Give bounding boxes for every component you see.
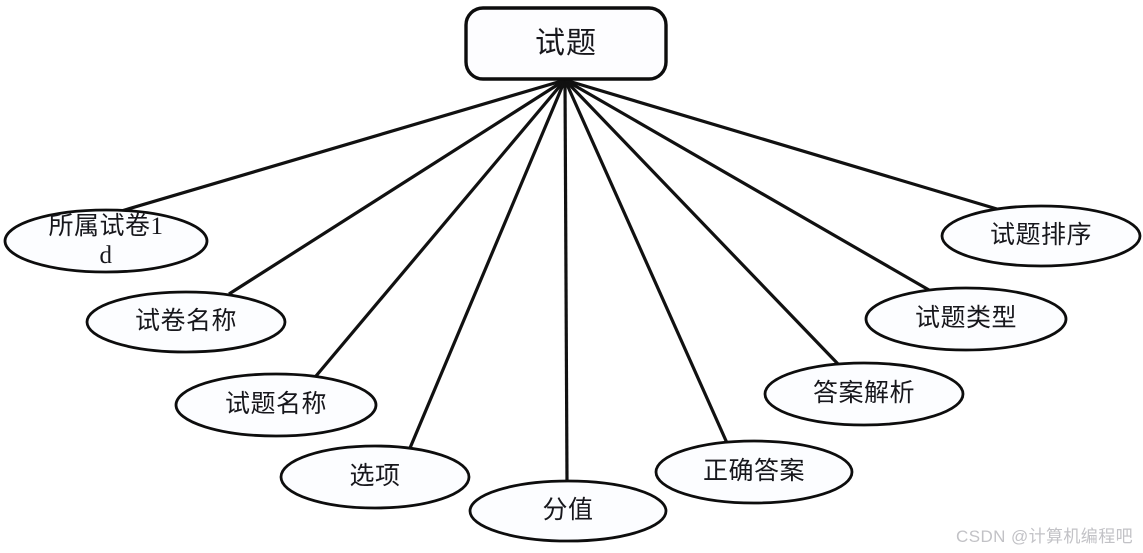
connector-line-question-name <box>314 78 567 378</box>
connector-line-correct-answer <box>563 79 729 444</box>
connector-line-belong-paper-id <box>117 78 566 214</box>
connector-lines-group <box>117 78 998 482</box>
attribute-node-shape-score[interactable] <box>468 479 668 543</box>
connector-line-score <box>563 79 569 482</box>
attribute-node-shape-question-sort[interactable] <box>940 204 1142 268</box>
attribute-node-shape-correct-answer[interactable] <box>654 439 854 505</box>
entity-node-shape[interactable] <box>464 6 668 81</box>
connector-line-paper-name <box>228 78 566 296</box>
attribute-node-shape-question-name[interactable] <box>174 372 378 438</box>
attribute-node-shape-question-type[interactable] <box>864 286 1068 352</box>
attribute-node-shape-options[interactable] <box>279 444 471 510</box>
connector-line-question-sort <box>564 78 998 211</box>
watermark-text: CSDN @计算机编程吧 <box>956 527 1133 546</box>
connector-line-answer-analysis <box>563 78 840 366</box>
connector-line-question-type <box>564 78 930 292</box>
attribute-node-shape-paper-name[interactable] <box>85 290 287 354</box>
attribute-node-shape-belong-paper-id[interactable] <box>3 208 209 274</box>
attribute-node-shape-answer-analysis[interactable] <box>763 361 965 427</box>
node-shapes-group <box>3 6 1142 543</box>
connector-line-options <box>408 79 567 449</box>
